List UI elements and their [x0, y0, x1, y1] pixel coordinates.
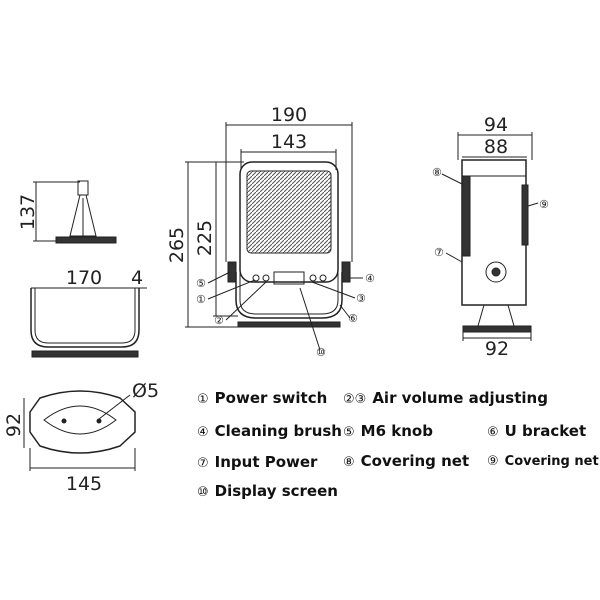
- front-base: [237, 321, 341, 328]
- dim-143: 143: [271, 131, 307, 153]
- base-top-view: [23, 390, 136, 471]
- dim-170: 170: [66, 267, 102, 289]
- dim-190: 190: [271, 104, 307, 126]
- dim-94: 94: [484, 114, 508, 136]
- front-mesh-panel: [246, 170, 332, 254]
- callout-2: ②: [214, 314, 224, 327]
- dim-137: 137: [17, 194, 39, 230]
- ubracket-outer: [30, 288, 140, 348]
- side-knob: [485, 261, 507, 283]
- side-view: [441, 132, 539, 341]
- dim-92-base: 92: [3, 413, 25, 437]
- ubracket-view: [30, 287, 147, 358]
- side-covering-net-back: [521, 184, 529, 246]
- front-view: [185, 122, 363, 351]
- base-hole-right: [96, 418, 102, 424]
- m6-knob-right: [341, 261, 351, 283]
- callout-9: ⑨: [539, 198, 549, 211]
- callout-3: ③: [356, 292, 366, 305]
- dim-145: 145: [66, 473, 102, 495]
- callout-5: ⑤: [196, 277, 206, 290]
- bracket-side-view: [33, 180, 117, 244]
- dim-88: 88: [484, 136, 508, 158]
- side-bracket: [477, 304, 515, 327]
- air-volume-knob-right: [309, 274, 317, 282]
- callout-10: ⑩: [316, 346, 326, 359]
- ubracket-base: [31, 350, 139, 358]
- base-outline: [29, 390, 136, 454]
- callout-4: ④: [365, 272, 375, 285]
- dim-4: 4: [131, 267, 143, 289]
- dim-hole-diameter: Ø5: [132, 380, 159, 402]
- base-inner-outline: [43, 405, 117, 435]
- callout-8: ⑧: [432, 166, 442, 179]
- power-switch: [252, 274, 260, 282]
- callout-1: ①: [196, 293, 206, 306]
- bracket-base: [55, 236, 117, 244]
- side-covering-net-front: [461, 175, 471, 257]
- bracket-top-block: [77, 180, 89, 196]
- u-bracket: [235, 272, 343, 319]
- air-volume-knob-left: [262, 274, 270, 282]
- callout-7: ⑦: [434, 246, 444, 259]
- dim-225: 225: [194, 220, 216, 256]
- side-base: [462, 325, 532, 333]
- dim-92-side: 92: [485, 338, 509, 360]
- display-screen: [273, 271, 305, 285]
- callout-6: ⑥: [348, 312, 358, 325]
- dim-265: 265: [166, 227, 188, 263]
- side-housing: [461, 159, 527, 306]
- front-housing: [239, 161, 339, 283]
- ubracket-inner: [34, 288, 136, 344]
- cleaning-brush-button: [319, 274, 327, 282]
- base-hole-left: [61, 418, 67, 424]
